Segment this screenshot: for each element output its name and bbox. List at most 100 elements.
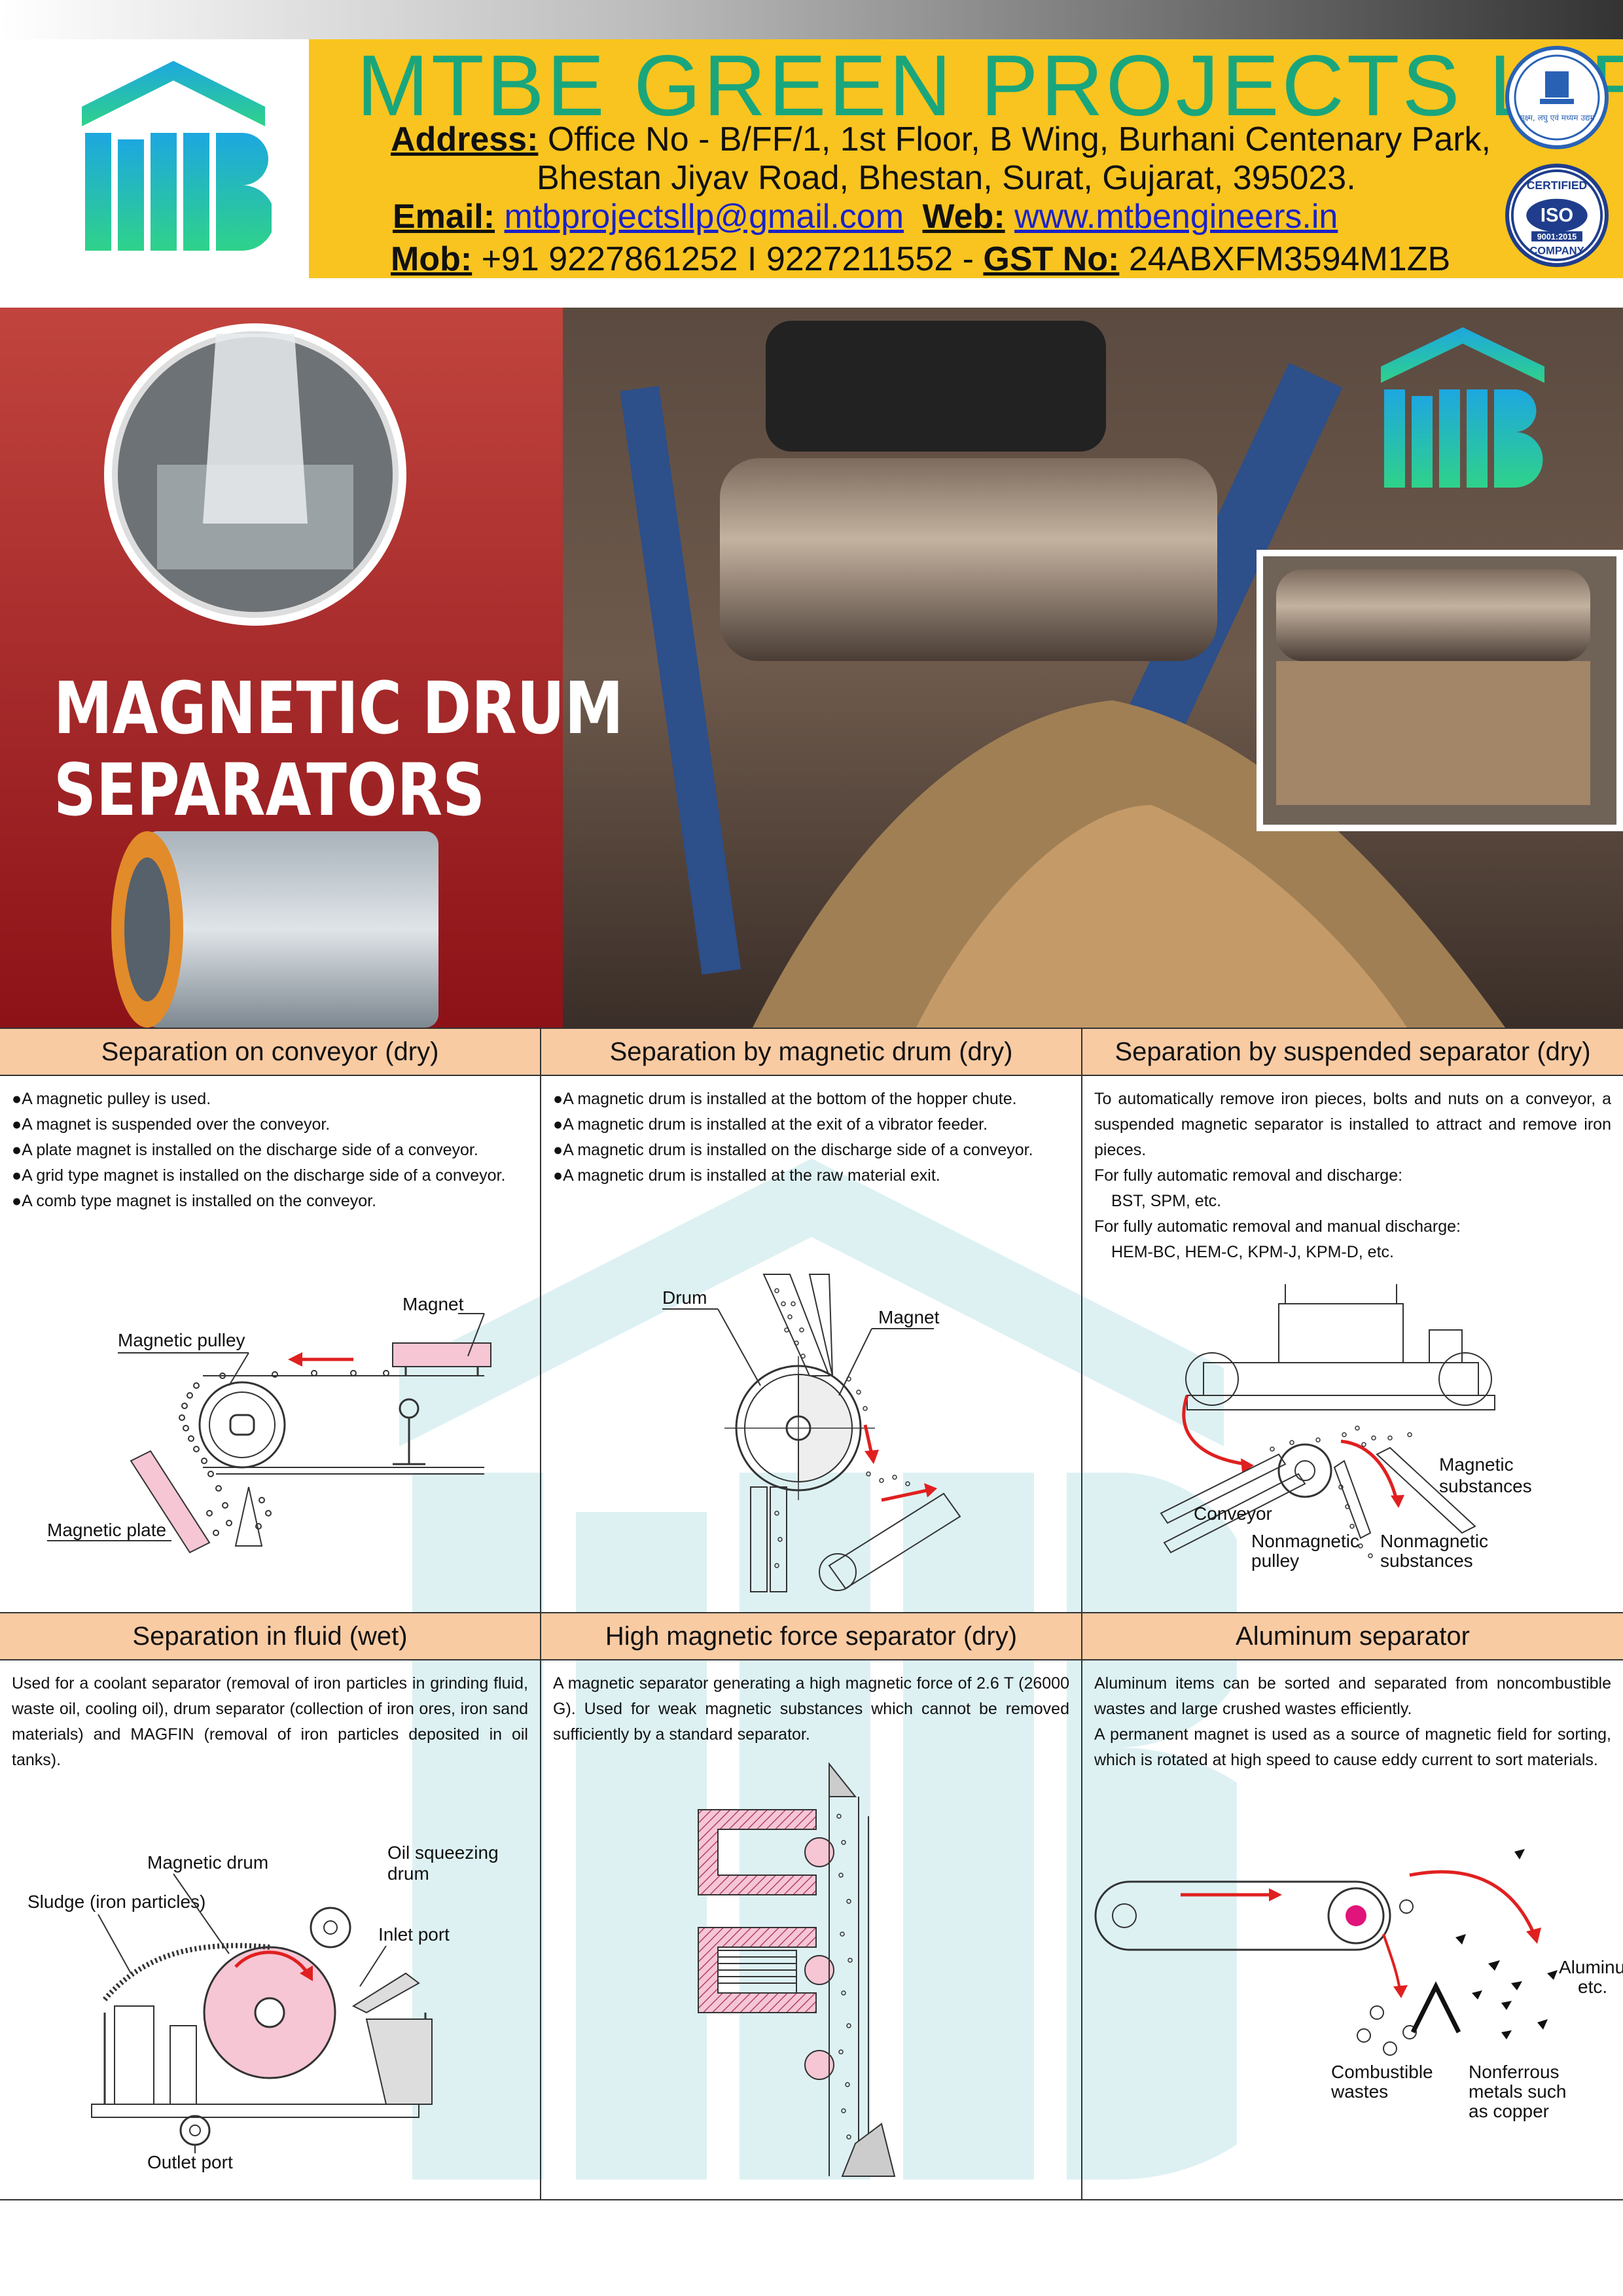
bullet: ●A magnetic drum is installed on the dis… — [553, 1141, 1033, 1159]
iso-top-text: CERTIFIED — [1527, 179, 1587, 192]
panel-drum-title: Separation by magnetic drum (dry) — [541, 1029, 1081, 1076]
panel-high-force: High magnetic force separator (dry) A ma… — [541, 1613, 1082, 2200]
panel-suspended-text: To automatically remove iron pieces, bol… — [1094, 1086, 1611, 1265]
label-oil-squeezing-1: Oil squeezing — [387, 1842, 499, 1863]
drum-diagram: Drum Magnet — [662, 1274, 961, 1592]
label-inlet-port: Inlet port — [378, 1924, 450, 1945]
label-nonmagnetic-substances-1: Nonmagnetic — [1380, 1531, 1488, 1551]
text-para: A permanent magnet is used as a source o… — [1094, 1725, 1611, 1769]
panel-high-force-title: High magnetic force separator (dry) — [541, 1613, 1081, 1660]
high-force-diagram — [698, 1762, 896, 2177]
label-nonferrous-2: metals such — [1469, 2081, 1566, 2102]
bullet: ●A magnetic drum is installed at the raw… — [553, 1166, 940, 1185]
bullet: ●A grid type magnet is installed on the … — [12, 1166, 506, 1185]
label-sludge: Sludge (iron particles) — [27, 1892, 205, 1912]
panel-conveyor: Separation on conveyor (dry) ●A magnetic… — [0, 1029, 541, 1613]
text-para: BST, SPM, etc. — [1111, 1192, 1222, 1210]
rotating-magnet — [1346, 1905, 1366, 1926]
gst-text: 24ABXFM3594M1ZB — [1128, 240, 1451, 278]
hero-banner: MAGNETIC DRUM SEPARATORS — [0, 308, 1623, 1028]
label-nonmagnetic-pulley-1: Nonmagnetic — [1251, 1531, 1359, 1551]
conveyor-diagram: Magnet Magnetic pulley Magnetic plate — [47, 1294, 491, 1554]
panel-drum: Separation by magnetic drum (dry) ●A mag… — [541, 1029, 1082, 1613]
msme-seal-icon: सूक्ष्म, लघु एवं मध्यम उद्यम — [1505, 46, 1609, 149]
panel-aluminum: Aluminum separator Aluminum items can be… — [1082, 1613, 1623, 2200]
label-nonferrous-3: as copper — [1469, 2101, 1549, 2121]
gst-label: GST No: — [983, 240, 1120, 278]
label-conveyor: Conveyor — [1194, 1503, 1272, 1524]
magnetic-plate — [130, 1450, 211, 1554]
text-para: Used for a coolant separator (removal of… — [12, 1674, 528, 1769]
iso-bottom-text: COMPANY — [1529, 244, 1584, 257]
suspended-magnet — [1203, 1362, 1479, 1396]
panel-conveyor-text: ●A magnetic pulley is used. ●A magnet is… — [12, 1086, 528, 1214]
mob-label: Mob: — [391, 240, 473, 278]
text-para: For fully automatic removal and manual d… — [1094, 1217, 1461, 1236]
aluminum-conveyor — [1094, 1880, 1391, 1951]
email-label: Email: — [393, 198, 495, 236]
label-outlet-port: Outlet port — [147, 2152, 233, 2172]
label-nonmagnetic-substances-2: substances — [1380, 1551, 1473, 1571]
hero-title-line2: SEPARATORS — [54, 748, 485, 832]
header-band — [309, 39, 1623, 278]
text-para: Aluminum items can be sorted and separat… — [1094, 1674, 1611, 1718]
label-magnet: Magnet — [402, 1294, 464, 1314]
suspended-diagram: Magnetic substances Conveyor Nonmagnetic… — [1160, 1284, 1532, 1571]
label-drum: Drum — [662, 1287, 707, 1308]
label-nonferrous-1: Nonferrous — [1469, 2062, 1560, 2082]
suspended-magnet — [392, 1342, 491, 1367]
panel-fluid: Separation in fluid (wet) Used for a coo… — [0, 1613, 541, 2200]
label-magnetic-plate: Magnetic plate — [47, 1520, 166, 1540]
address-text-1: Office No - B/FF/1, 1st Floor, B Wing, B… — [547, 120, 1491, 158]
bullet: ●A plate magnet is installed on the disc… — [12, 1141, 478, 1159]
mob-gst-line: Mob: +91 9227861252 I 9227211552 - GST N… — [391, 240, 1450, 279]
fluid-diagram: Magnetic drum Oil squeezing drum Sludge … — [27, 1842, 499, 2172]
label-combustible-2: wastes — [1330, 2081, 1388, 2102]
company-name: MTBE GREEN PROJECTS LLP — [357, 37, 1623, 134]
iso-seal-icon: CERTIFIED ISO 9001:2015 COMPANY — [1505, 164, 1609, 267]
panel-conveyor-title: Separation on conveyor (dry) — [0, 1029, 540, 1076]
aluminum-diagram: Aluminum, etc. Combustible wastes Nonfer… — [1094, 1849, 1623, 2121]
bullet: ●A magnetic drum is installed at the bot… — [553, 1090, 1017, 1108]
iso-num-text: 9001:2015 — [1537, 232, 1577, 242]
bullet: ●A magnetic pulley is used. — [12, 1090, 211, 1108]
bullet: ●A magnet is suspended over the conveyor… — [12, 1115, 330, 1134]
label-aluminum-1: Aluminum, — [1559, 1957, 1623, 1977]
hero-drum-product — [144, 831, 438, 1028]
email-web-line: Email: mtbprojectsllp@gmail.com Web: www… — [393, 197, 1338, 236]
panel-fluid-title: Separation in fluid (wet) — [0, 1613, 540, 1660]
label-aluminum-2: etc. — [1578, 1977, 1607, 1997]
bullet: ●A comb type magnet is installed on the … — [12, 1192, 377, 1210]
label-magnet: Magnet — [878, 1307, 940, 1327]
label-magnetic-substances-2: substances — [1439, 1476, 1532, 1496]
address-line1: Address: Office No - B/FF/1, 1st Floor, … — [391, 120, 1491, 159]
panel-aluminum-title: Aluminum separator — [1082, 1613, 1623, 1660]
iso-mid-text: ISO — [1541, 206, 1573, 226]
top-gradient-bar — [0, 0, 1623, 39]
panel-suspended-title: Separation by suspended separator (dry) — [1082, 1029, 1623, 1076]
hero-title-line1: MAGNETIC DRUM — [54, 666, 624, 750]
label-magnetic-substances-1: Magnetic — [1439, 1454, 1514, 1475]
magnetic-pulley — [198, 1381, 286, 1469]
address-line2: Bhestan Jiyav Road, Bhestan, Surat, Guja… — [537, 159, 1356, 197]
msme-text: सूक्ष्म, लघु एवं मध्यम उद्यम — [1519, 113, 1595, 123]
email-link[interactable]: mtbprojectsllp@gmail.com — [504, 198, 904, 236]
panel-suspended: Separation by suspended separator (dry) … — [1082, 1029, 1623, 1613]
mob-text: +91 9227861252 I 9227211552 - — [481, 240, 974, 278]
address-label: Address: — [391, 120, 539, 158]
label-magnetic-drum: Magnetic drum — [147, 1852, 268, 1873]
mtb-logo — [36, 39, 311, 278]
label-combustible-1: Combustible — [1331, 2062, 1433, 2082]
separator-grid: Separation on conveyor (dry) ●A magnetic… — [0, 1028, 1623, 2200]
text-para: For fully automatic removal and discharg… — [1094, 1166, 1403, 1185]
web-link[interactable]: www.mtbengineers.in — [1014, 198, 1338, 236]
panel-aluminum-text: Aluminum items can be sorted and separat… — [1094, 1671, 1611, 1773]
panel-high-force-text: A magnetic separator generating a high m… — [553, 1671, 1069, 1748]
panel-fluid-text: Used for a coolant separator (removal of… — [12, 1671, 528, 1773]
text-para: A magnetic separator generating a high m… — [553, 1674, 1069, 1744]
web-label: Web: — [922, 198, 1005, 236]
label-nonmagnetic-pulley-2: pulley — [1251, 1551, 1299, 1571]
panel-drum-text: ●A magnetic drum is installed at the bot… — [553, 1086, 1069, 1189]
bullet: ●A magnetic drum is installed at the exi… — [553, 1115, 988, 1134]
label-magnetic-pulley: Magnetic pulley — [118, 1330, 245, 1350]
